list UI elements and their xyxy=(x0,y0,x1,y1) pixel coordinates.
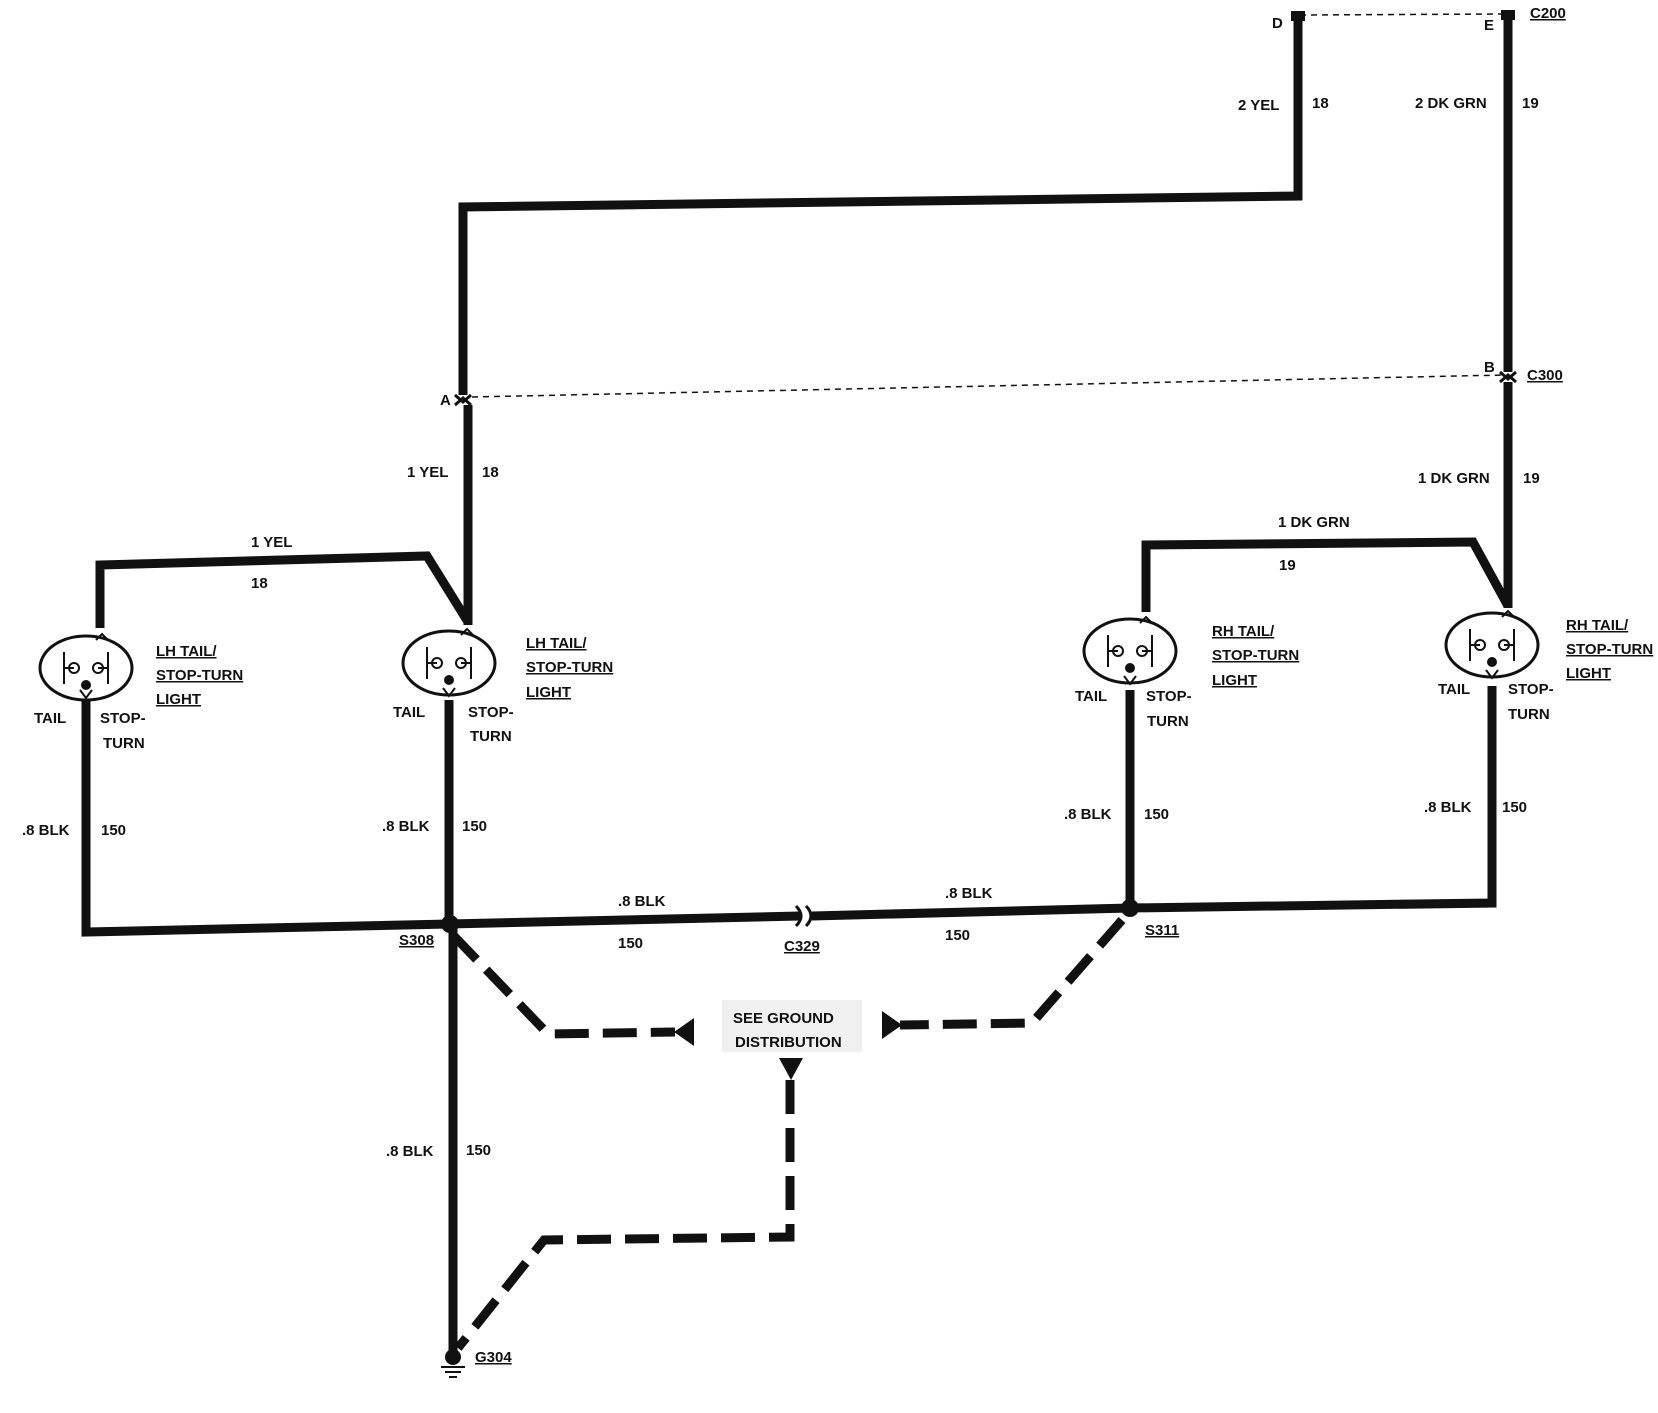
lh-outer-name-2: STOP-TURN xyxy=(156,667,243,684)
rh-inner-light-labels: RH TAIL/ STOP-TURN LIGHT TAIL STOP- TURN xyxy=(1075,623,1299,730)
label-c200: C200 xyxy=(1530,5,1566,22)
wire-gauge-dkgrn-branch: 1 DK GRN xyxy=(1278,514,1350,531)
lh-outer-name-3: LIGHT xyxy=(156,691,201,708)
label-g304: G304 xyxy=(475,1349,512,1366)
rh-inner-name-2: STOP-TURN xyxy=(1212,647,1299,664)
wire-circuit-blk-right-h: 150 xyxy=(945,927,970,944)
rh-outer-stop-2: TURN xyxy=(1508,706,1550,723)
wire-gauge-blk-rh-inner: .8 BLK xyxy=(1064,806,1112,823)
wire-gauge-blk-lh-outer: .8 BLK xyxy=(22,822,70,839)
wire-gauge-dkgrn-top: 2 DK GRN xyxy=(1415,95,1487,112)
rh-inner-stop-2: TURN xyxy=(1147,713,1189,730)
see-ground-line-1: SEE GROUND xyxy=(733,1010,834,1027)
lh-inner-name-2: STOP-TURN xyxy=(526,659,613,676)
wire-gauge-blk-right-h: .8 BLK xyxy=(945,885,993,902)
wire-circuit-yel-mid: 18 xyxy=(482,464,499,481)
wire-circuit-blk-ground: 150 xyxy=(466,1142,491,1159)
rh-outer-light-labels: RH TAIL/ STOP-TURN LIGHT TAIL STOP- TURN xyxy=(1438,617,1653,723)
lh-outer-light-labels: LH TAIL/ STOP-TURN LIGHT TAIL STOP- TURN xyxy=(34,643,243,752)
lamp-rh-inner-icon xyxy=(1082,615,1178,686)
wire-yel-2-18 xyxy=(458,15,1303,395)
lamp-rh-outer-icon xyxy=(1444,609,1540,680)
c300-outline xyxy=(471,374,1506,398)
connector-b-icon xyxy=(1499,370,1517,384)
ground-dot-icon xyxy=(445,1349,461,1365)
rh-inner-stop-1: STOP- xyxy=(1146,688,1192,705)
wire-circuit-blk-left-h: 150 xyxy=(618,935,643,952)
wire-gauge-yel-branch: 1 YEL xyxy=(251,534,292,551)
rh-inner-tail: TAIL xyxy=(1075,688,1107,705)
wire-blk-rh-outer xyxy=(1129,686,1497,913)
label-s311: S311 xyxy=(1145,922,1179,939)
lh-inner-stop-1: STOP- xyxy=(468,704,514,721)
c200-outline xyxy=(1299,13,1506,16)
rh-outer-name-2: STOP-TURN xyxy=(1566,641,1653,658)
wire-circuit-dkgrn-mid: 19 xyxy=(1523,470,1540,487)
label-pin-e: E xyxy=(1484,17,1494,34)
lh-outer-stop-2: TURN xyxy=(103,735,145,752)
label-pin-a: A xyxy=(440,392,451,409)
wire-blk-s308-c329 xyxy=(448,911,801,929)
lh-inner-name-1: LH TAIL/ xyxy=(526,635,587,652)
label-pin-d: D xyxy=(1272,15,1283,32)
wire-gauge-yel-top: 2 YEL xyxy=(1238,97,1279,114)
lh-inner-name-3: LIGHT xyxy=(526,684,571,701)
lamp-lh-outer-icon xyxy=(38,632,134,702)
connector-a-icon xyxy=(454,393,472,407)
rh-outer-tail: TAIL xyxy=(1438,681,1470,698)
wire-circuit-dkgrn-branch: 19 xyxy=(1279,557,1296,574)
wire-yel-branch xyxy=(95,551,472,628)
lh-outer-stop-1: STOP- xyxy=(100,710,146,727)
lh-inner-stop-2: TURN xyxy=(470,728,512,745)
wire-circuit-blk-lh-inner: 150 xyxy=(462,818,487,835)
rh-outer-stop-1: STOP- xyxy=(1508,681,1554,698)
dash-ground-g304 xyxy=(454,1080,795,1351)
rh-outer-name-1: RH TAIL/ xyxy=(1566,617,1629,634)
wire-dkgrn-branch xyxy=(1141,537,1512,612)
arrow-down-icon xyxy=(779,1058,803,1080)
lh-outer-tail: TAIL xyxy=(34,710,66,727)
wire-gauge-blk-ground: .8 BLK xyxy=(386,1143,434,1160)
lh-inner-light-labels: LH TAIL/ STOP-TURN LIGHT TAIL STOP- TURN xyxy=(393,635,613,745)
lh-inner-tail: TAIL xyxy=(393,704,425,721)
wire-gauge-dkgrn-mid: 1 DK GRN xyxy=(1418,470,1490,487)
splice-s308-icon xyxy=(441,915,459,933)
wire-blk-lh-outer xyxy=(81,700,450,937)
rh-inner-name-3: LIGHT xyxy=(1212,672,1257,689)
splice-s311-icon xyxy=(1121,899,1139,917)
connector-c329-icon xyxy=(794,904,813,928)
arrow-right-icon xyxy=(882,1011,902,1039)
arrow-left-icon xyxy=(674,1018,694,1046)
pin-e-icon xyxy=(1501,10,1515,20)
wire-circuit-yel-branch: 18 xyxy=(251,575,268,592)
see-ground-box xyxy=(722,1000,862,1052)
wire-circuit-blk-rh-outer: 150 xyxy=(1502,799,1527,816)
wire-circuit-blk-rh-inner: 150 xyxy=(1144,806,1169,823)
see-ground-line-2: DISTRIBUTION xyxy=(735,1034,842,1051)
wire-circuit-yel-top: 18 xyxy=(1312,95,1329,112)
label-c300: C300 xyxy=(1527,367,1563,384)
wire-blk-c329-s311 xyxy=(811,903,1131,921)
wire-circuit-blk-lh-outer: 150 xyxy=(101,822,126,839)
ground-symbol-icon xyxy=(441,1366,465,1378)
label-pin-b: B xyxy=(1484,359,1495,376)
wire-gauge-blk-lh-inner: .8 BLK xyxy=(382,818,430,835)
label-c329: C329 xyxy=(784,938,820,955)
label-s308: S308 xyxy=(399,932,434,949)
wire-gauge-blk-rh-outer: .8 BLK xyxy=(1424,799,1472,816)
dash-s308-ground xyxy=(449,931,676,1039)
wire-circuit-dkgrn-top: 19 xyxy=(1522,95,1539,112)
lh-outer-name-1: LH TAIL/ xyxy=(156,643,217,660)
rh-inner-name-1: RH TAIL/ xyxy=(1212,623,1275,640)
wire-gauge-blk-left-h: .8 BLK xyxy=(618,893,666,910)
wire-gauge-yel-mid: 1 YEL xyxy=(407,464,448,481)
lamp-lh-inner-icon xyxy=(401,627,497,698)
rh-outer-name-3: LIGHT xyxy=(1566,665,1611,682)
dash-s311-ground xyxy=(899,917,1126,1030)
pin-d-icon xyxy=(1291,11,1305,21)
